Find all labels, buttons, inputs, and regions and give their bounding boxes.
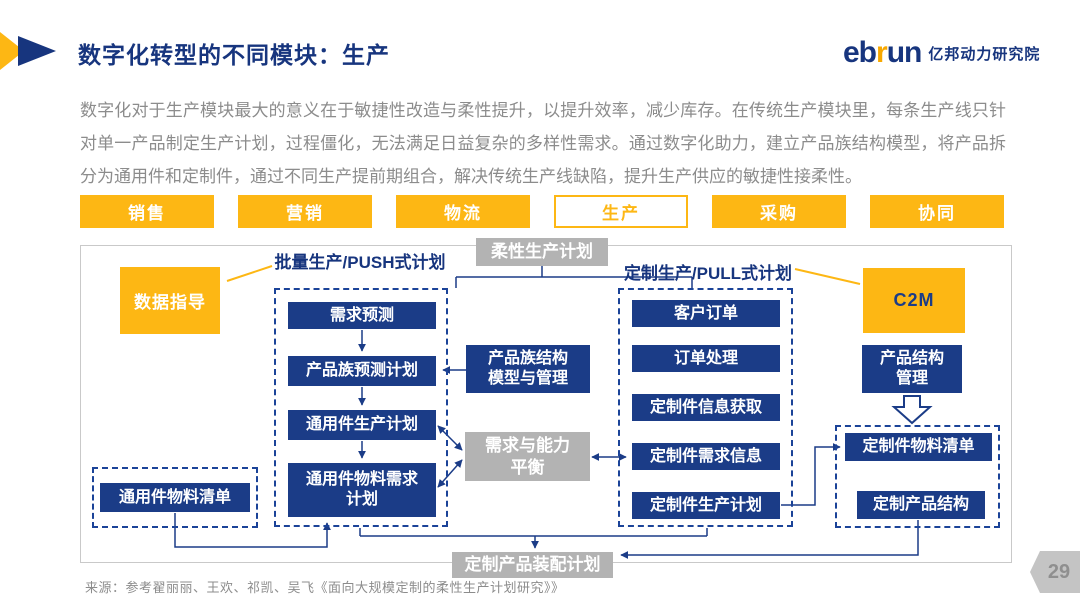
tab-marketing[interactable]: 营销 [238, 195, 372, 228]
brand-org-name: 亿邦动力研究院 [928, 45, 1041, 63]
intro-paragraph: 数字化对于生产模块最大的意义在于敏捷性改造与柔性提升，以提升效率，减少库存。在传… [80, 101, 1006, 186]
page-number-badge: 29 [1030, 551, 1080, 593]
source-note: 来源：参考翟丽丽、王欢、祁凯、吴飞《面向大规模定制的柔性生产计划研究》》 [85, 580, 565, 595]
tab-collaboration[interactable]: 协同 [870, 195, 1004, 228]
node-common-production-plan: 通用件生产计划 [288, 410, 436, 440]
node-custom-assembly-plan: 定制产品装配计划 [452, 552, 613, 578]
brand-logo: ebrun 亿邦动力研究院 [843, 36, 1040, 70]
node-common-mrp: 通用件物料需求 计划 [288, 463, 436, 517]
tab-sales[interactable]: 销售 [80, 195, 214, 228]
node-demand-forecast: 需求预测 [288, 302, 436, 329]
node-product-structure-mgmt: 产品结构 管理 [862, 345, 962, 393]
node-flexible-production-plan: 柔性生产计划 [476, 238, 608, 266]
brand-wordmark: ebrun [843, 36, 922, 69]
node-common-bom: 通用件物料清单 [100, 483, 250, 512]
node-custom-info-capture: 定制件信息获取 [632, 394, 780, 421]
page-title: 数字化转型的不同模块：生产 [78, 42, 390, 68]
push-group-container [274, 288, 448, 527]
push-branch-label: 批量生产/PUSH式计划 [274, 253, 446, 272]
node-demand-capacity-balance: 需求与能力 平衡 [465, 432, 590, 481]
custom-structure-container [835, 425, 1000, 528]
pull-branch-label: 定制生产/PULL式计划 [623, 264, 793, 283]
node-customer-order: 客户订单 [632, 300, 780, 327]
tab-logistics[interactable]: 物流 [396, 195, 530, 228]
tab-procurement[interactable]: 采购 [712, 195, 846, 228]
node-order-processing: 订单处理 [632, 345, 780, 372]
node-family-forecast-plan: 产品族预测计划 [288, 356, 436, 386]
common-bom-container [92, 467, 258, 528]
node-custom-bom: 定制件物料清单 [845, 433, 992, 461]
pull-group-container [618, 288, 793, 527]
node-custom-production-plan: 定制件生产计划 [632, 492, 780, 519]
node-c2m: C2M [863, 268, 965, 333]
node-custom-demand-info: 定制件需求信息 [632, 443, 780, 470]
node-custom-product-structure: 定制产品结构 [857, 491, 985, 519]
tab-production[interactable]: 生产 [554, 195, 688, 228]
node-family-structure-model: 产品族结构 模型与管理 [466, 345, 590, 393]
node-data-guidance: 数据指导 [120, 267, 220, 334]
header-chevron-blue-icon [18, 36, 56, 66]
